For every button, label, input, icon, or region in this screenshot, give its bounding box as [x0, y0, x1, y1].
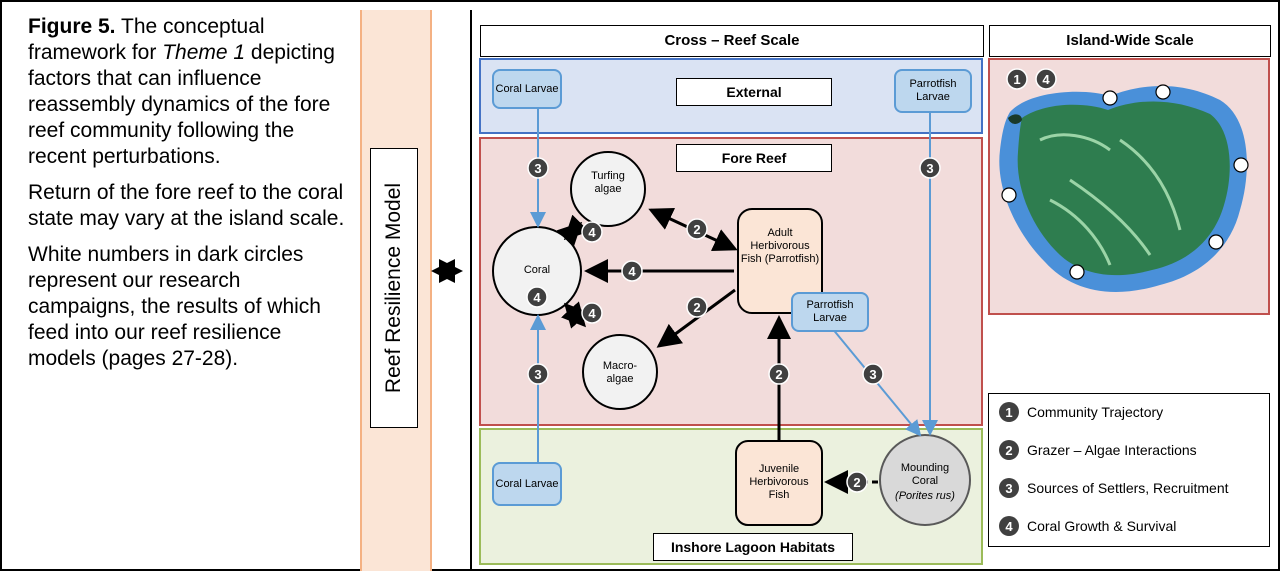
island-map	[999, 86, 1247, 292]
marker-4-a: 4	[581, 221, 603, 243]
marker-4-d: 4	[581, 302, 603, 324]
juvenile-fish-label: Juvenile Herbivorous Fish	[749, 463, 809, 501]
marker-3-b: 3	[919, 157, 941, 179]
svg-text:4: 4	[533, 290, 541, 305]
svg-text:3: 3	[534, 367, 541, 382]
island-sites	[1001, 84, 1249, 280]
svg-text:2: 2	[775, 367, 782, 382]
marker-3-d: 3	[862, 363, 884, 385]
caption-text-a: The conceptual framework for	[28, 15, 265, 64]
divider-line	[470, 10, 472, 571]
marker-4-c: 4	[526, 286, 548, 308]
svg-text:1: 1	[1013, 72, 1020, 87]
marker-3-a: 3	[527, 157, 549, 179]
marker-2-a: 2	[686, 218, 708, 240]
marker-1-island: 1	[1006, 68, 1028, 90]
inshore-label: Inshore Lagoon Habitats	[653, 533, 853, 561]
marker-4-island: 4	[1035, 68, 1057, 90]
coral-macro-arrow	[561, 301, 589, 329]
svg-text:3: 3	[926, 161, 933, 176]
svg-text:4: 4	[1042, 72, 1050, 87]
figure-label: Figure 5.	[28, 15, 116, 38]
legend-label-1: Community Trajectory	[1027, 404, 1164, 420]
legend-num-1: 1	[999, 402, 1019, 422]
legend-item-2: 2 Grazer – Algae Interactions	[999, 439, 1197, 461]
svg-text:2: 2	[693, 300, 700, 315]
legend-label-3: Sources of Settlers, Recruitment	[1027, 480, 1229, 496]
turfing-algae-circle	[570, 151, 646, 227]
svg-text:4: 4	[588, 306, 596, 321]
marker-2-d: 2	[846, 471, 868, 493]
legend-num-3: 3	[999, 478, 1019, 498]
caption-text-b: depicting factors that can influence rea…	[28, 41, 335, 168]
marker-3-c: 3	[527, 363, 549, 385]
legend: 1 Community Trajectory 2 Grazer – Algae In…	[988, 393, 1270, 547]
mounding-coral-label: Mounding Coral	[900, 462, 950, 487]
caption-paragraph-3: White numbers in dark circles represent …	[28, 243, 321, 370]
caption-paragraph-2: Return of the fore reef to the coral sta…	[28, 181, 345, 230]
legend-item-1: 1 Community Trajectory	[999, 401, 1163, 423]
coral-turf-arrow	[556, 214, 590, 248]
fore-reef-label: Fore Reef	[676, 144, 832, 172]
cross-reef-title: Cross – Reef Scale	[480, 25, 984, 57]
coral-larvae-bottom-box: Coral Larvae	[492, 462, 562, 506]
legend-num-4: 4	[999, 516, 1019, 536]
figure-caption: Figure 5. The conceptual framework for T…	[28, 14, 350, 382]
legend-item-3: 3 Sources of Settlers, Recruitment	[999, 477, 1229, 499]
macroalgae-circle	[582, 334, 658, 410]
legend-label-4: Coral Growth & Survival	[1027, 518, 1177, 534]
svg-text:2: 2	[853, 475, 860, 490]
adult-fish-label: Adult Herbivorous Fish (Parrotfish)	[740, 227, 820, 265]
mounding-coral-species: (Porites rus)	[895, 490, 955, 502]
reef-resilience-model-box: Reef Resilience Model	[370, 148, 418, 428]
legend-item-4: 4 Coral Growth & Survival	[999, 515, 1176, 537]
coral-label: Coral	[523, 264, 551, 276]
svg-text:4: 4	[628, 264, 636, 279]
svg-text:3: 3	[869, 367, 876, 382]
caption-paragraph-1: Figure 5. The conceptual framework for T…	[28, 14, 350, 170]
coral-larvae-top-box: Coral Larvae	[492, 69, 562, 109]
juvenile-fish-box	[735, 440, 823, 526]
caption-theme: Theme 1	[162, 41, 246, 64]
svg-text:3: 3	[534, 161, 541, 176]
macroalgae-label: Macro-algae	[602, 360, 638, 385]
marker-2-c: 2	[768, 363, 790, 385]
fish-macro-arrow	[656, 288, 736, 348]
external-label: External	[676, 78, 832, 106]
parrotfish-larvae-mid-box: Parrotfish Larvae	[791, 292, 869, 332]
adult-fish-box	[737, 208, 823, 314]
marker-4-b: 4	[621, 260, 643, 282]
svg-text:2: 2	[693, 222, 700, 237]
parrotfish-larvae-top-box: Parrotfish Larvae	[894, 69, 972, 113]
markers: 3 3 3 3 4 4 4 4 2 2 2 2 1 4	[526, 68, 1057, 493]
island-wide-title: Island-Wide Scale	[989, 25, 1271, 57]
marker-2-b: 2	[686, 296, 708, 318]
legend-label-2: Grazer – Algae Interactions	[1027, 442, 1197, 458]
turfing-algae-label: Turfing algae	[591, 170, 625, 195]
legend-num-2: 2	[999, 440, 1019, 460]
svg-text:4: 4	[588, 225, 596, 240]
